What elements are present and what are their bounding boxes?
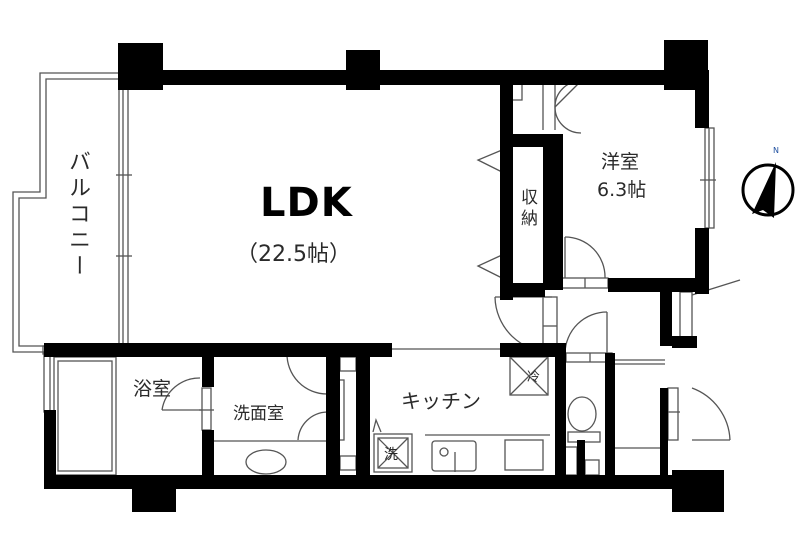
compass-north-label: N [773,146,779,155]
bathroom-label: 浴室 [133,378,172,400]
western-room-area: 6.3帖 [597,179,647,201]
bath-door-swing [161,377,201,411]
washbasin [245,449,287,475]
column [346,50,380,90]
sink [431,440,477,472]
storage-label: 収納 [517,188,537,230]
washroom-door-swing [286,352,328,395]
western-room-door-swing [564,236,606,279]
column [672,470,724,512]
column [118,43,163,90]
balcony-outline [12,72,120,353]
ldk-label: LDK [260,180,353,226]
walls [44,40,724,512]
kitchen-label: キッチン [401,389,481,413]
western-room-label: 洋室 [601,151,640,173]
compass-icon [741,162,795,218]
fridge-mark: 冷 [527,370,541,385]
washer-mark: 洗 [384,447,398,463]
stove [504,439,544,471]
toilet-door-swing [564,311,608,354]
bathtub [53,356,117,476]
ldk-area: （22.5帖） [236,242,351,267]
washer [373,433,413,473]
washroom-label: 洗面室 [233,404,284,424]
toilet [567,396,597,432]
column [132,480,176,512]
balcony-label: バルコニー [65,150,90,280]
